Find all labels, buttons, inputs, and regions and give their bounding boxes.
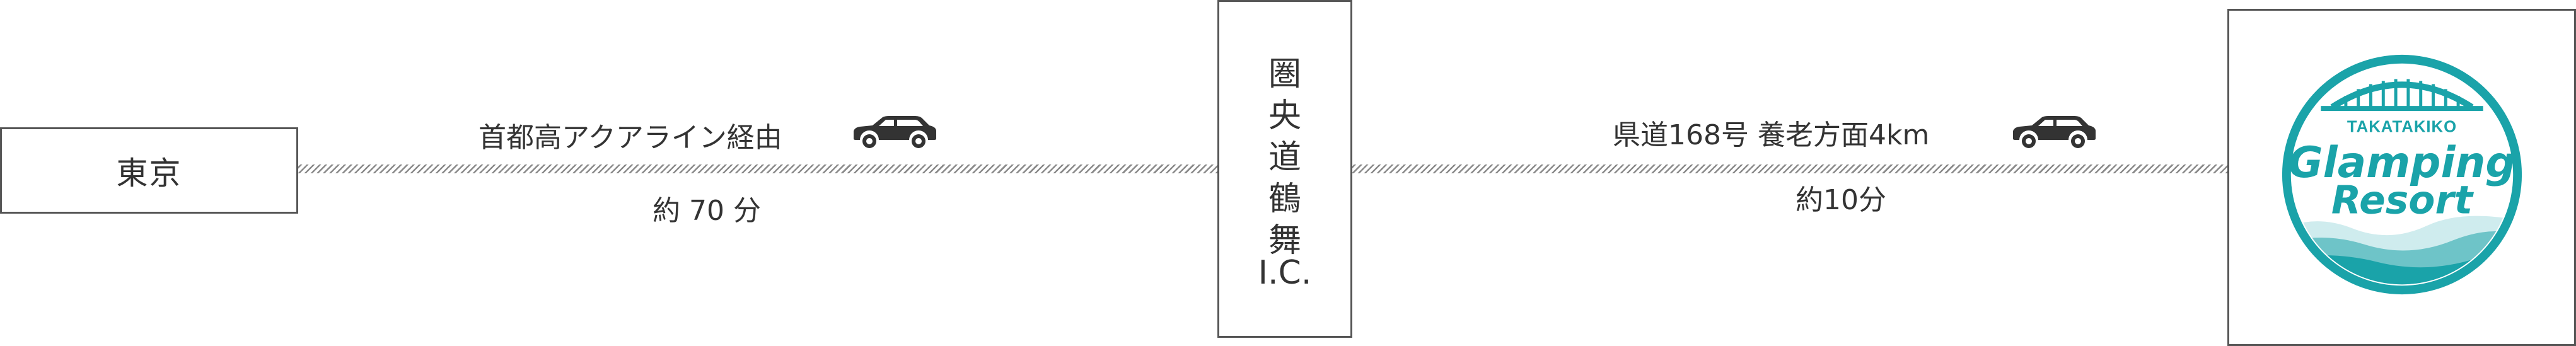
route-line-1 bbox=[298, 164, 1217, 173]
bridge-icon bbox=[2321, 79, 2483, 112]
interchange-char: 鶴 bbox=[1268, 180, 1301, 218]
destination-box: TAKATAKIKO Glamping Resort bbox=[2227, 9, 2576, 346]
interchange-suffix: I.C. bbox=[1258, 254, 1312, 292]
interchange-char: 央 bbox=[1268, 97, 1301, 135]
car-icon bbox=[2013, 116, 2096, 148]
resort-logo: TAKATAKIKO Glamping Resort bbox=[2282, 54, 2522, 295]
route-1-time: 約 70 分 bbox=[653, 195, 761, 227]
logo-line-2: Resort bbox=[2331, 178, 2474, 222]
interchange-box: 圏 央 道 鶴 舞 I.C. bbox=[1217, 0, 1352, 338]
route-1-label: 首都高アクアライン経由 bbox=[479, 122, 782, 154]
interchange-name: 圏 央 道 鶴 舞 bbox=[1219, 54, 1350, 262]
logo-line-1: Glamping bbox=[2288, 138, 2515, 187]
origin-box: 東京 bbox=[0, 127, 298, 214]
interchange-char: 道 bbox=[1268, 139, 1301, 176]
logo-top-text: TAKATAKIKO bbox=[2347, 118, 2457, 136]
route-2-time: 約10分 bbox=[1796, 184, 1886, 216]
route-line-2 bbox=[1352, 164, 2227, 173]
interchange-char: 圏 bbox=[1268, 55, 1301, 93]
interchange-char: 舞 bbox=[1268, 222, 1301, 260]
route-2-label: 県道168号 養老方面4km bbox=[1613, 119, 1930, 151]
car-icon bbox=[854, 116, 936, 148]
origin-label: 東京 bbox=[116, 154, 182, 192]
